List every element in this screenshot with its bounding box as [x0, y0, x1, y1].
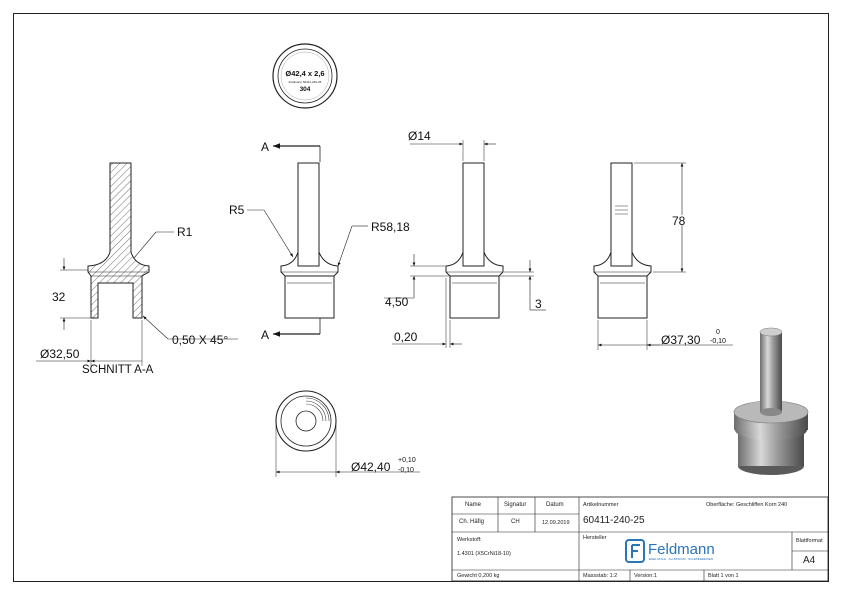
- tb-werkstoff: 1.4301 (X5CrNi18-10): [457, 551, 511, 557]
- dim-450: 4,50: [385, 295, 409, 309]
- right-view: 78 Ø37,30 0 -0,10: [593, 162, 733, 350]
- tb-signatur: CH: [511, 519, 520, 525]
- tb-blattformat: A4: [803, 555, 816, 566]
- section-label-bottom: A: [261, 328, 269, 342]
- dim-3: 3: [535, 297, 542, 311]
- tb-datum: 12.09.2019: [542, 520, 570, 526]
- product-3d-render: [733, 327, 809, 475]
- tb-logo-tagline: EDELSTAHL · ALUMINIUM · SCHMIEDEEISEN: [649, 557, 714, 561]
- dim-4240-tol-lower: -0,10: [398, 467, 414, 474]
- title-block: [451, 496, 829, 582]
- tb-header-name: Name: [465, 502, 482, 508]
- dim-dia-3250: Ø32,50: [40, 347, 80, 361]
- tb-artikelnummer: 60411-240-25: [583, 515, 645, 526]
- tb-blattformat-label: Blattformat: [796, 538, 823, 544]
- bottom-view: Ø42,40 +0,10 -0,10: [275, 390, 420, 477]
- tb-gewicht: Gewicht 0,200 kg: [457, 573, 500, 579]
- tb-header-datum: Datum: [546, 502, 564, 508]
- feldmann-logo: [625, 539, 645, 563]
- tb-name: Ch. Häfig: [459, 519, 485, 525]
- dim-dia-4240: Ø42,40: [351, 460, 391, 474]
- dim-3730-tol-lower: -0,10: [710, 338, 726, 345]
- tb-massstab: Massstab: 1:2: [583, 573, 618, 579]
- tb-version: Version:1: [634, 573, 657, 579]
- section-label-top: A: [261, 140, 269, 154]
- front-view: A A R5 R58,18: [229, 140, 410, 342]
- tb-oberflaeche: Oberfläche: Geschliffen Korn 240: [706, 502, 788, 508]
- stamp-line3: 304: [300, 86, 311, 93]
- top-stamp-view: Ø42,4 x 2,6 Feldmann 60411-240-25 304: [272, 43, 338, 109]
- side-view: Ø14 4,50 3 0,20: [384, 129, 546, 348]
- tb-logo-text: Feldmann: [648, 541, 715, 558]
- dim-r5: R5: [229, 203, 245, 217]
- tb-artikelnummer-label: Artikelnummer: [583, 502, 619, 508]
- dim-3730-tol-upper: 0: [716, 329, 720, 336]
- dim-dia-14: Ø14: [408, 129, 431, 143]
- dim-020: 0,20: [394, 330, 418, 344]
- dim-r5818: R58,18: [371, 220, 410, 234]
- stamp-line1: Ø42,4 x 2,6: [285, 69, 324, 78]
- tb-werkstoff-label: Werkstoff:: [457, 537, 482, 543]
- dim-dia-3730: Ø37,30: [661, 333, 701, 347]
- drawing-frame: [13, 13, 829, 582]
- dim-78: 78: [672, 214, 686, 228]
- section-view: R1 32 0,50 X 45° Ø32,50 SCHNITT A-A: [36, 162, 238, 376]
- section-caption: SCHNITT A-A: [82, 364, 154, 376]
- stamp-line2: Feldmann 60411-240-25: [289, 80, 322, 84]
- dim-chamfer: 0,50 X 45°: [172, 333, 228, 347]
- tb-blatt: Blatt 1 von 1: [708, 573, 739, 579]
- tb-header-signatur: Signatur: [504, 502, 527, 508]
- dim-32: 32: [52, 290, 66, 304]
- dim-4240-tol-upper: +0,10: [398, 457, 416, 464]
- dim-r1: R1: [177, 225, 193, 239]
- tb-hersteller-label: Hersteller: [583, 535, 607, 541]
